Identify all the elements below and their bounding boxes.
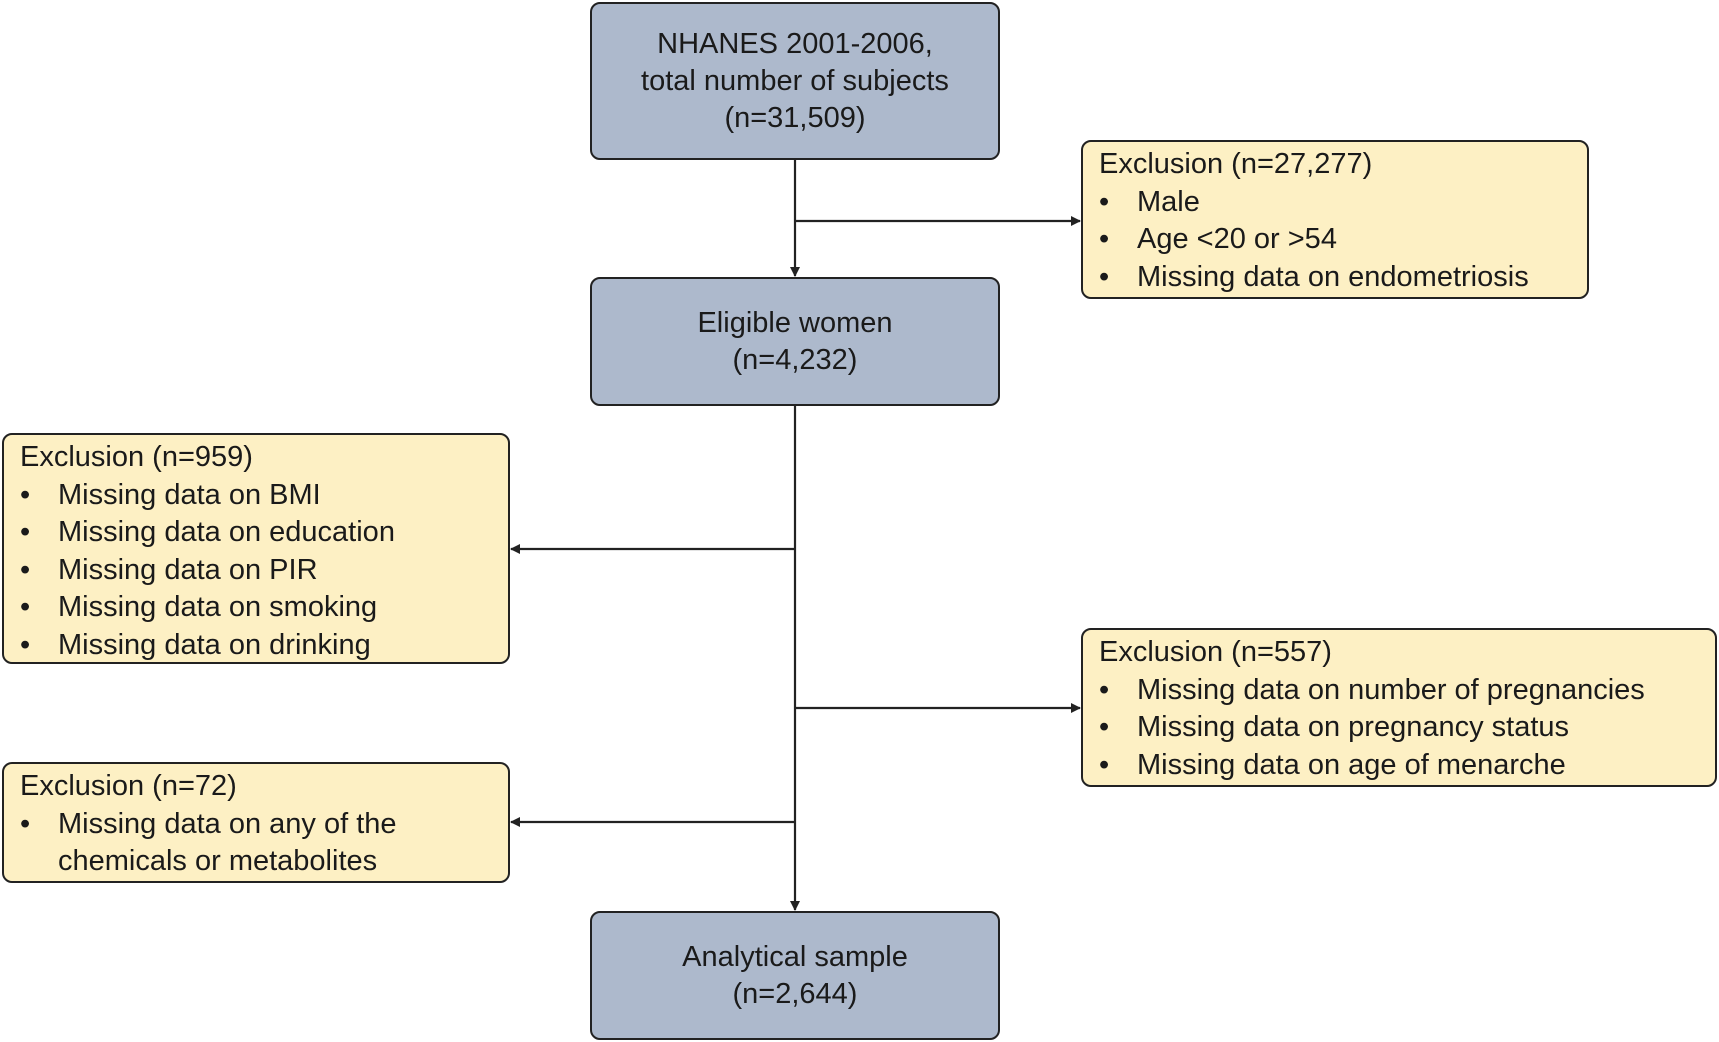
exclusion-item: Missing data on number of pregnancies: [1137, 673, 1645, 706]
eligible-node-line: (n=4,232): [732, 343, 858, 376]
list-item: • Missing data on drinking: [20, 627, 496, 665]
bullet-icon: •: [1099, 711, 1110, 743]
list-item: • Missing data on pregnancy status: [1099, 709, 1703, 747]
bullet-icon: •: [1099, 185, 1110, 218]
bullet-icon: •: [1099, 260, 1110, 293]
analytical-node: Analytical sample (n=2,644): [590, 911, 1000, 1040]
bullet-icon: •: [1099, 223, 1110, 255]
start-node-line: (n=31,509): [724, 101, 866, 134]
exclusion-item: Missing data on education: [58, 516, 395, 548]
exclusion-item: Missing data on drinking: [58, 628, 371, 661]
exclusion-box-fourth: Exclusion (n=72) • Missing data on any of…: [2, 762, 510, 883]
exclusion-title: Exclusion (n=27,277): [1099, 148, 1373, 180]
exclusion-item: Missing data on endometriosis: [1137, 260, 1529, 293]
exclusion-item: Male: [1137, 185, 1200, 218]
exclusion-item: Missing data on pregnancy status: [1137, 711, 1570, 743]
eligible-node-line: Eligible women: [697, 306, 893, 339]
list-item: • Missing data on BMI: [20, 477, 496, 515]
bullet-icon: •: [20, 478, 31, 511]
list-item: • Age <20 or >54: [1099, 221, 1575, 259]
exclusion-box-third: Exclusion (n=557) • Missing data on numbe…: [1081, 628, 1717, 787]
bullet-icon: •: [20, 553, 31, 586]
start-node-line: total number of subjects: [641, 64, 949, 97]
exclusion-box-first: Exclusion (n=27,277) • Male • Age <20 or >…: [1081, 140, 1589, 299]
bullet-icon: •: [20, 628, 31, 661]
exclusion-item: Missing data on any of the chemicals or …: [58, 807, 397, 878]
bullet-icon: •: [20, 807, 31, 840]
bullet-icon: •: [1099, 673, 1110, 706]
exclusion-title: Exclusion (n=72): [20, 770, 237, 802]
list-item: • Missing data on endometriosis: [1099, 259, 1575, 297]
analytical-node-line: (n=2,644): [732, 977, 858, 1010]
exclusion-title: Exclusion (n=557): [1099, 636, 1332, 668]
exclusion-item: Missing data on age of menarche: [1137, 748, 1566, 781]
eligible-node: Eligible women (n=4,232): [590, 277, 1000, 406]
exclusion-item: Missing data on BMI: [58, 478, 321, 511]
list-item: • Missing data on any of the chemicals or…: [20, 806, 496, 881]
exclusion-item: Missing data on smoking: [58, 591, 378, 623]
list-item: • Missing data on smoking: [20, 589, 496, 627]
list-item: • Missing data on age of menarche: [1099, 747, 1703, 785]
start-node-line: NHANES 2001-2006,: [657, 27, 933, 60]
bullet-icon: •: [20, 591, 31, 623]
list-item: • Missing data on number of pregnancies: [1099, 672, 1703, 710]
exclusion-title: Exclusion (n=959): [20, 441, 253, 473]
bullet-icon: •: [1099, 748, 1110, 781]
list-item: • Male: [1099, 184, 1575, 222]
list-item: • Missing data on education: [20, 514, 496, 552]
start-node: NHANES 2001-2006, total number of subjec…: [590, 2, 1000, 160]
exclusion-item: Age <20 or >54: [1137, 223, 1337, 255]
bullet-icon: •: [20, 516, 31, 548]
exclusion-item: Missing data on PIR: [58, 553, 318, 586]
list-item: • Missing data on PIR: [20, 552, 496, 590]
exclusion-box-second: Exclusion (n=959) • Missing data on BMI •…: [2, 433, 510, 664]
analytical-node-line: Analytical sample: [682, 940, 908, 973]
